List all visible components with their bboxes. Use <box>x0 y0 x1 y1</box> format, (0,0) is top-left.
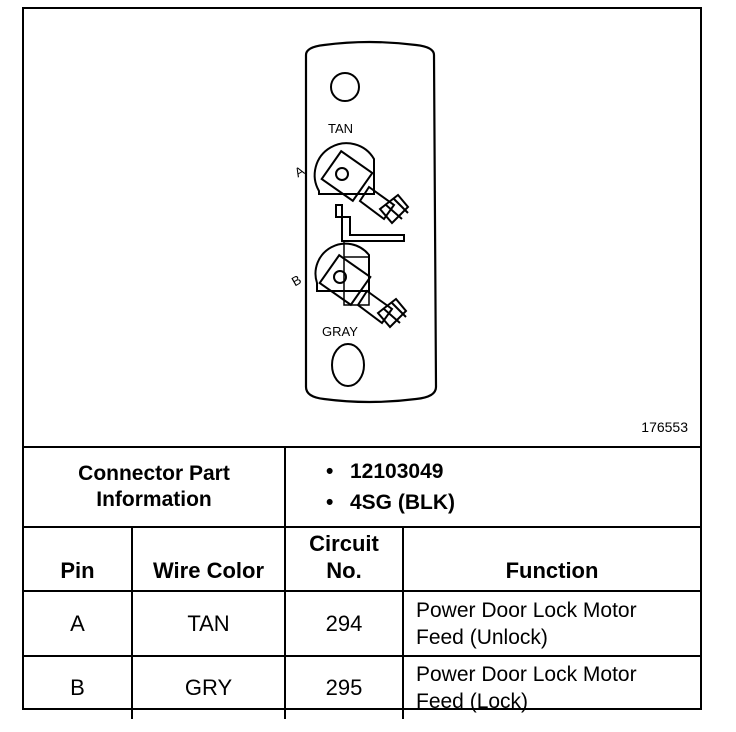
header-wire-color: Wire Color <box>131 526 286 592</box>
pin-cell: B <box>24 655 133 719</box>
table-row: A TAN 294 Power Door Lock Motor Feed (Un… <box>24 590 700 657</box>
connector-info-label: Connector Part Information <box>24 446 286 528</box>
wire-label-b: GRAY <box>322 324 358 339</box>
wire-color-cell: TAN <box>131 590 286 657</box>
pin-cell: A <box>24 590 133 657</box>
connector-info-row: Connector Part Information •12103049 •4S… <box>24 446 700 528</box>
wire-label-a: TAN <box>328 121 354 136</box>
table-row: B GRY 295 Power Door Lock Motor Feed (Lo… <box>24 655 700 719</box>
function-cell: Power Door Lock Motor Feed (Lock) <box>402 655 700 719</box>
connector-type: •4SG (BLK) <box>326 491 455 514</box>
header-pin: Pin <box>24 526 133 592</box>
connector-diagram: TAN GRAY A B 176553 <box>24 9 700 445</box>
circuit-cell: 295 <box>284 655 404 719</box>
header-circuit: Circuit No. <box>284 526 404 592</box>
connector-info-values: •12103049 •4SG (BLK) <box>284 446 700 528</box>
connector-figure: TAN GRAY A B 176553 Connector Part Infor… <box>22 7 702 719</box>
header-function: Function <box>402 526 700 592</box>
bottom-mounting-hole <box>331 343 365 387</box>
connector-body <box>304 40 438 404</box>
terminal-b <box>314 241 408 329</box>
connector-part-number: •12103049 <box>326 460 444 483</box>
circuit-cell: 294 <box>284 590 404 657</box>
function-cell: Power Door Lock Motor Feed (Unlock) <box>402 590 700 657</box>
terminal-a <box>313 142 410 242</box>
figure-number: 176553 <box>641 419 688 435</box>
connector-drawing <box>304 40 438 404</box>
header-row: Pin Wire Color Circuit No. Function <box>24 526 700 592</box>
top-mounting-hole <box>330 72 360 102</box>
connector-table: Connector Part Information •12103049 •4S… <box>24 446 700 719</box>
wire-color-cell: GRY <box>131 655 286 719</box>
